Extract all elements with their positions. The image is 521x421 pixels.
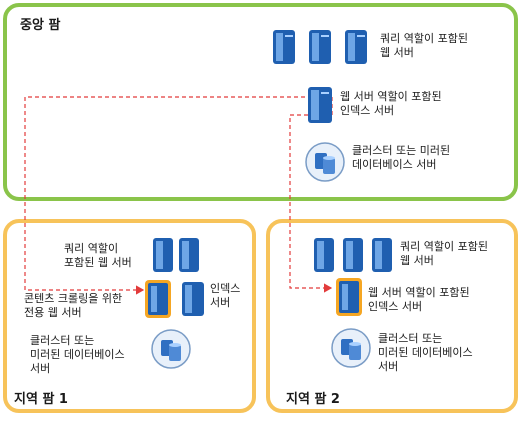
server-icon	[309, 30, 331, 64]
region1-query-servers-label: 쿼리 역할이 포함된 웹 서버	[64, 242, 132, 269]
region2-query-servers-label: 쿼리 역할이 포함된 웹 서버	[400, 240, 488, 267]
server-icon	[314, 238, 334, 272]
region1-index-server-label: 인덱스 서버	[210, 282, 241, 309]
server-icon	[273, 30, 295, 64]
server-icon	[179, 238, 199, 272]
region2-db-label: 클러스터 또는 미러된 데이터베이스 서버	[378, 332, 473, 373]
server-icon	[345, 30, 367, 64]
central-index-server-label: 웹 서버 역할이 포함된 인덱스 서버	[340, 90, 442, 117]
central-db-label: 클러스터 또는 미러된 데이터베이스 서버	[352, 144, 451, 171]
region1-farm-title: 지역 팜 1	[14, 392, 68, 407]
server-icon	[343, 238, 363, 272]
database-cluster-icon	[151, 329, 191, 369]
server-icon	[182, 282, 204, 316]
region2-index-server-label: 웹 서버 역할이 포함된 인덱스 서버	[368, 286, 470, 313]
server-icon-group-central-query	[273, 30, 367, 64]
central-query-servers-label: 쿼리 역할이 포함된 웹 서버	[380, 32, 468, 59]
server-icon	[372, 238, 392, 272]
server-icon	[336, 278, 362, 316]
region1-db-label: 클러스터 또는 미러된 데이터베이스 서버	[30, 334, 125, 375]
server-icon	[153, 238, 173, 272]
server-icon	[145, 280, 171, 318]
database-cluster-icon	[305, 142, 345, 182]
server-icon-group-region1-query	[153, 238, 199, 272]
region2-farm-title: 지역 팜 2	[286, 392, 340, 407]
server-icon-group-region2-query	[314, 238, 392, 272]
server-icon	[308, 87, 332, 123]
central-farm-title: 중앙 팜	[20, 18, 61, 33]
database-cluster-icon	[331, 328, 371, 368]
region1-crawl-server-label: 콘텐츠 크롤링을 위한 전용 웹 서버	[24, 292, 123, 319]
